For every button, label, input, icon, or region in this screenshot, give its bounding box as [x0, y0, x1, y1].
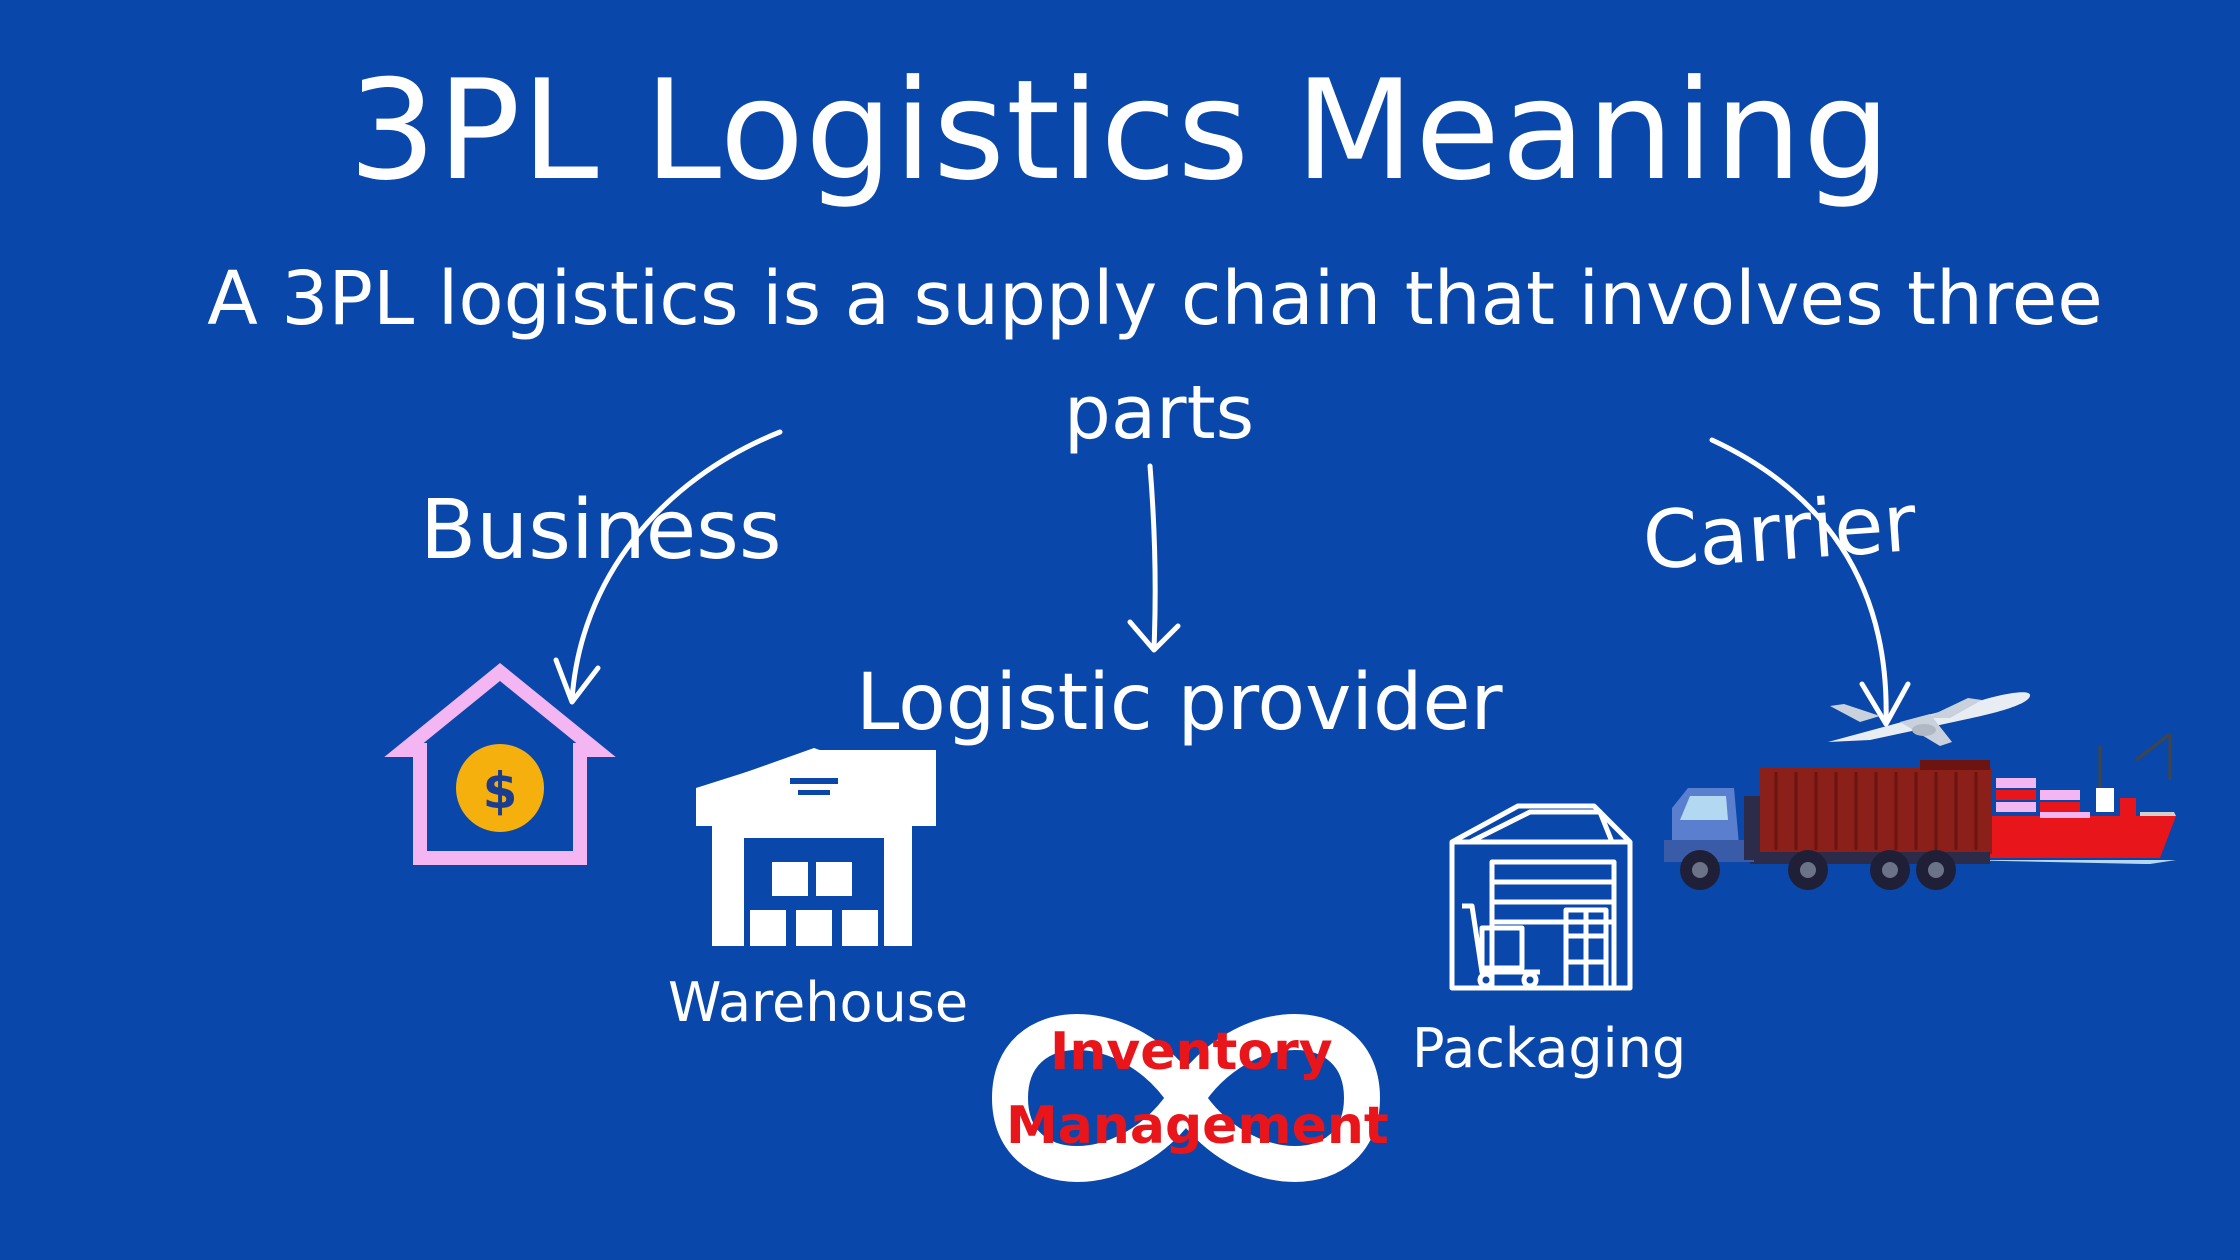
label-packaging: Packaging	[1412, 1017, 1687, 1080]
arrow-to-provider	[1127, 463, 1181, 653]
warehouse-icon	[696, 748, 936, 948]
svg-text:$: $	[483, 762, 518, 820]
label-inventory: Inventory	[1050, 1022, 1333, 1082]
label-logistic-provider: Logistic provider	[856, 658, 1503, 748]
arrow-to-business	[553, 429, 783, 705]
label-carrier: Carrier	[1639, 476, 1920, 588]
airplane-icon	[1828, 692, 2031, 746]
page-title: 3PL Logistics Meaning	[348, 50, 1892, 211]
subtitle-line-2: parts	[1063, 370, 1255, 456]
arrow-to-carrier	[1709, 437, 1911, 727]
container-ship-icon	[1954, 732, 2176, 864]
infinity-icon	[991, 1014, 1381, 1182]
label-management: Management	[1006, 1096, 1389, 1156]
house-dollar-icon: $	[384, 662, 616, 865]
truck-icon	[1664, 760, 1992, 890]
subtitle-line-1: A 3PL logistics is a supply chain that i…	[207, 256, 2103, 342]
packaging-warehouse-icon	[1449, 803, 1633, 991]
label-warehouse: Warehouse	[668, 971, 969, 1034]
label-business: Business	[420, 483, 782, 578]
